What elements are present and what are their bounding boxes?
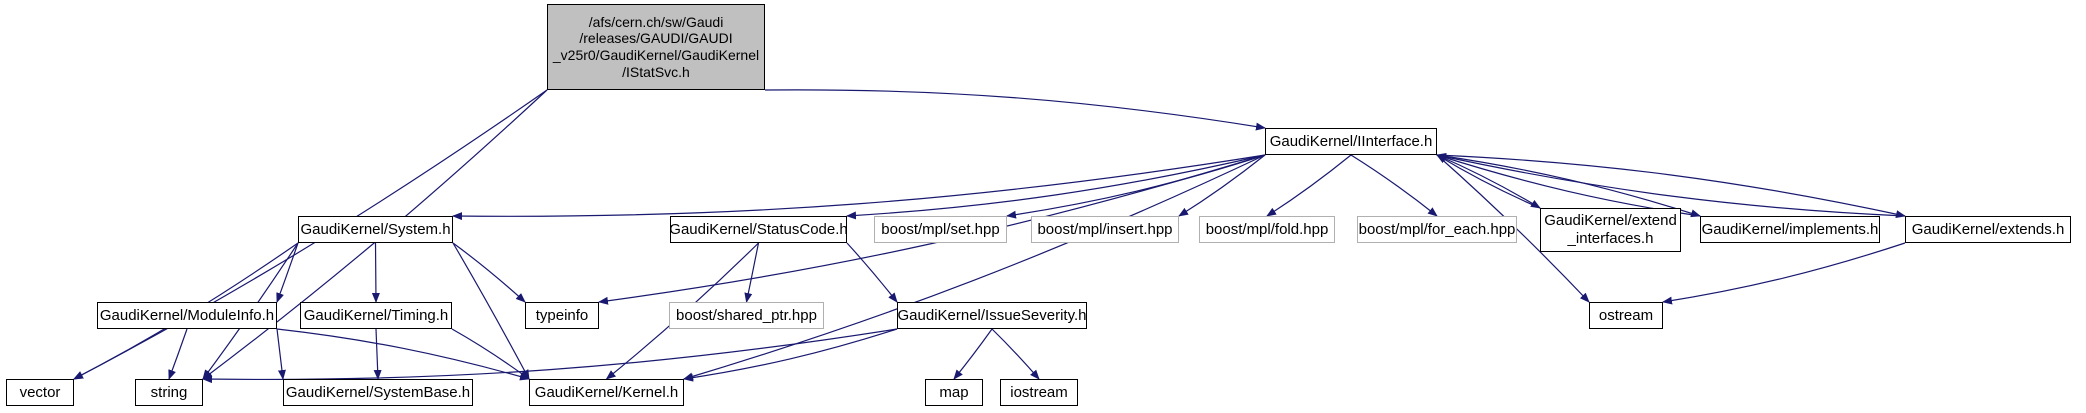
graph-node-label: ostream: [1598, 306, 1654, 324]
graph-node-statuscode[interactable]: GaudiKernel/StatusCode.h: [669, 216, 848, 243]
graph-node-label: /afs/cern.ch/sw/Gaudi /releases/GAUDI/GA…: [552, 13, 760, 80]
graph-edge-issueseverity-to-map: [953, 328, 993, 380]
graph-node-mpl_for_each[interactable]: boost/mpl/for_each.hpp: [1357, 216, 1517, 243]
graph-node-root[interactable]: /afs/cern.ch/sw/Gaudi /releases/GAUDI/GA…: [547, 4, 765, 90]
graph-node-label: boost/mpl/for_each.hpp: [1358, 220, 1516, 238]
graph-edge-timing-to-kernel: [451, 328, 530, 380]
graph-node-mpl_set[interactable]: boost/mpl/set.hpp: [874, 216, 1007, 243]
graph-node-moduleinfo[interactable]: GaudiKernel/ModuleInfo.h: [97, 302, 277, 329]
graph-node-vector[interactable]: vector: [6, 379, 74, 406]
graph-node-label: GaudiKernel/IInterface.h: [1269, 132, 1433, 150]
graph-edge-iinterface-to-mpl_for_each: [1350, 154, 1438, 217]
graph-node-label: GaudiKernel/System.h: [300, 220, 451, 238]
graph-node-label: boost/shared_ptr.hpp: [676, 306, 817, 324]
graph-edge-system-to-kernel: [452, 242, 530, 380]
graph-node-label: iostream: [1010, 383, 1068, 401]
graph-node-label: boost/mpl/set.hpp: [881, 220, 1000, 238]
graph-node-label: GaudiKernel/extends.h: [1911, 220, 2065, 238]
graph-node-systembase[interactable]: GaudiKernel/SystemBase.h: [283, 379, 473, 406]
graph-node-map[interactable]: map: [925, 379, 983, 406]
graph-node-label: boost/mpl/fold.hpp: [1205, 220, 1329, 238]
graph-edge-iinterface-to-statuscode: [846, 154, 1266, 220]
graph-node-label: vector: [19, 383, 61, 401]
graph-edge-statuscode-to-shared_ptr: [744, 242, 760, 303]
graph-node-label: GaudiKernel/Kernel.h: [534, 383, 679, 401]
graph-edge-moduleinfo-to-systembase: [276, 328, 286, 380]
graph-node-label: GaudiKernel/StatusCode.h: [669, 220, 848, 238]
graph-node-iostream[interactable]: iostream: [1000, 379, 1078, 406]
graph-edge-extends-to-iinterface: [1436, 152, 1906, 217]
graph-node-label: GaudiKernel/IssueSeverity.h: [897, 306, 1087, 324]
graph-edge-root-to-iinterface: [764, 89, 1266, 131]
graph-node-mpl_fold[interactable]: boost/mpl/fold.hpp: [1199, 216, 1335, 243]
graph-node-label: typeinfo: [535, 306, 589, 324]
graph-edge-iinterface-to-system: [452, 154, 1266, 221]
graph-node-string[interactable]: string: [135, 379, 203, 406]
graph-edge-iinterface-to-extends: [1436, 154, 1906, 219]
graph-edge-issueseverity-to-kernel: [683, 328, 898, 382]
graph-node-typeinfo[interactable]: typeinfo: [525, 302, 599, 329]
graph-edge-extend_ifaces-to-iinterface: [1436, 154, 1541, 209]
graph-edge-statuscode-to-issueseverity: [846, 242, 898, 303]
graph-edge-iinterface-to-kernel: [683, 154, 1266, 381]
graph-edge-moduleinfo-to-string: [168, 328, 188, 380]
graph-edge-timing-to-systembase: [373, 328, 382, 380]
graph-edge-issueseverity-to-iostream: [991, 328, 1040, 380]
graph-node-implements[interactable]: GaudiKernel/implements.h: [1700, 216, 1880, 243]
graph-edge-iinterface-to-mpl_insert: [1178, 154, 1266, 217]
graph-node-label: GaudiKernel/Timing.h: [303, 306, 449, 324]
graph-node-label: GaudiKernel/SystemBase.h: [285, 383, 471, 401]
graph-edge-extends-to-ostream: [1662, 242, 1906, 305]
graph-node-issueseverity[interactable]: GaudiKernel/IssueSeverity.h: [897, 302, 1087, 329]
graph-node-extends[interactable]: GaudiKernel/extends.h: [1905, 216, 2071, 243]
graph-node-label: string: [150, 383, 188, 401]
graph-edge-system-to-moduleinfo: [276, 242, 299, 303]
graph-node-extend_ifaces[interactable]: GaudiKernel/extend _interfaces.h: [1540, 208, 1681, 252]
graph-edge-moduleinfo-to-kernel: [276, 328, 530, 381]
graph-edge-issueseverity-to-string: [202, 328, 898, 384]
graph-node-label: GaudiKernel/extend _interfaces.h: [1544, 212, 1677, 247]
graph-node-system[interactable]: GaudiKernel/System.h: [298, 216, 453, 243]
graph-edge-root-to-vector: [73, 89, 548, 380]
graph-edge-iinterface-to-typeinfo: [598, 154, 1266, 305]
graph-node-label: boost/mpl/insert.hpp: [1037, 220, 1173, 238]
graph-edge-iinterface-to-mpl_fold: [1266, 154, 1352, 217]
graph-edge-system-to-timing: [371, 242, 380, 303]
graph-node-mpl_insert[interactable]: boost/mpl/insert.hpp: [1031, 216, 1179, 243]
graph-node-label: GaudiKernel/implements.h: [1701, 220, 1879, 238]
graph-node-ostream[interactable]: ostream: [1589, 302, 1663, 329]
graph-edge-iinterface-to-extend_ifaces: [1436, 154, 1541, 209]
graph-node-timing[interactable]: GaudiKernel/Timing.h: [300, 302, 452, 329]
graph-node-shared_ptr[interactable]: boost/shared_ptr.hpp: [669, 302, 824, 329]
graph-node-label: GaudiKernel/ModuleInfo.h: [99, 306, 275, 324]
graph-node-iinterface[interactable]: GaudiKernel/IInterface.h: [1265, 128, 1437, 155]
graph-node-kernel[interactable]: GaudiKernel/Kernel.h: [529, 379, 684, 406]
graph-node-label: map: [939, 383, 969, 401]
graph-edge-iinterface-to-implements: [1436, 154, 1701, 218]
graph-edge-system-to-typeinfo: [452, 242, 526, 303]
